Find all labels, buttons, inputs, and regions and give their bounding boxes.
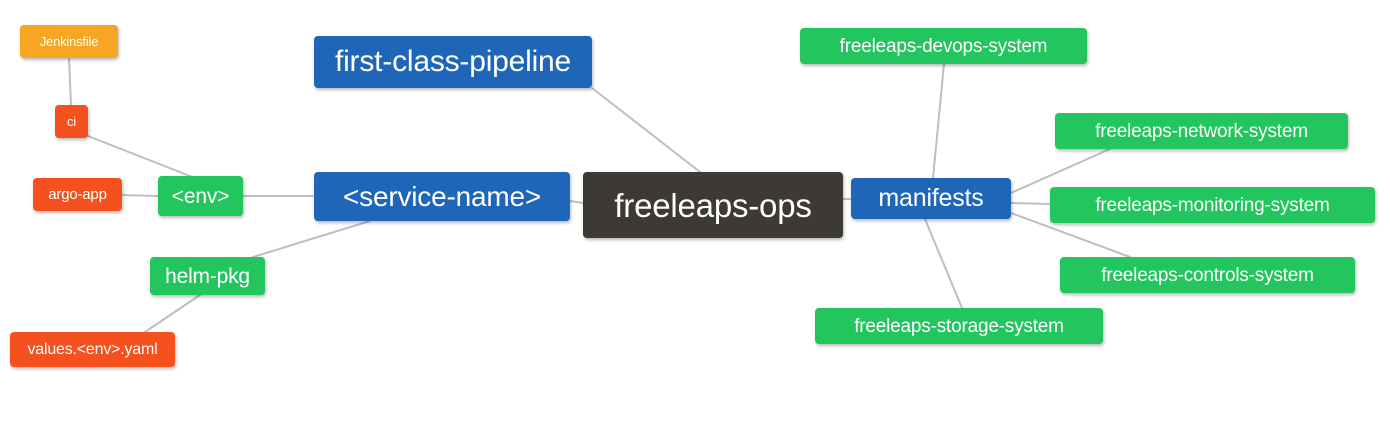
node-label: first-class-pipeline [334, 45, 572, 78]
node-label: freeleaps-network-system [1095, 120, 1308, 142]
node-label: freeleaps-monitoring-system [1095, 194, 1330, 216]
node-label: Jenkinsfile [39, 34, 99, 49]
node-values-yaml[interactable]: values.<env>.yaml [10, 332, 175, 367]
node-label: freeleaps-storage-system [854, 315, 1064, 337]
node-network-sys[interactable]: freeleaps-network-system [1055, 113, 1348, 149]
node-monitor-sys[interactable]: freeleaps-monitoring-system [1050, 187, 1375, 223]
edge-jenkinsfile-to-ci [68, 57, 72, 106]
node-argo-app[interactable]: argo-app [33, 178, 122, 211]
node-devops-sys[interactable]: freeleaps-devops-system [800, 28, 1087, 64]
edge-helm-pkg-to-service-name [252, 220, 371, 258]
edge-ci-to-env [87, 135, 201, 181]
node-label: values.<env>.yaml [27, 340, 158, 358]
node-label: freeleaps-devops-system [839, 35, 1048, 57]
node-label: freeleaps-ops [614, 186, 812, 224]
node-jenkinsfile[interactable]: Jenkinsfile [20, 25, 118, 58]
node-helm-pkg[interactable]: helm-pkg [150, 257, 265, 295]
node-label: argo-app [48, 186, 107, 203]
node-label: freeleaps-controls-system [1101, 264, 1314, 286]
node-storage-sys[interactable]: freeleaps-storage-system [815, 308, 1103, 344]
node-label: ci [67, 114, 76, 129]
node-ci[interactable]: ci [55, 105, 88, 138]
node-label: manifests [878, 184, 984, 212]
edge-service-name-to-root [569, 200, 584, 204]
node-manifests[interactable]: manifests [851, 178, 1011, 219]
edge-manifests-to-monitor-sys [1010, 202, 1051, 205]
node-label: helm-pkg [165, 264, 250, 288]
node-label: <env> [171, 184, 230, 208]
node-root[interactable]: freeleaps-ops [583, 172, 843, 238]
edge-manifests-to-devops-sys [932, 63, 945, 179]
edge-pipeline-to-root [591, 87, 701, 173]
node-env[interactable]: <env> [158, 176, 243, 216]
node-pipeline[interactable]: first-class-pipeline [314, 36, 592, 88]
edge-argo-app-to-env [121, 194, 159, 197]
node-service-name[interactable]: <service-name> [314, 172, 570, 221]
edge-manifests-to-storage-sys [924, 218, 963, 309]
edge-values-yaml-to-helm-pkg [144, 294, 201, 333]
node-controls-sys[interactable]: freeleaps-controls-system [1060, 257, 1355, 293]
node-label: <service-name> [343, 180, 541, 212]
